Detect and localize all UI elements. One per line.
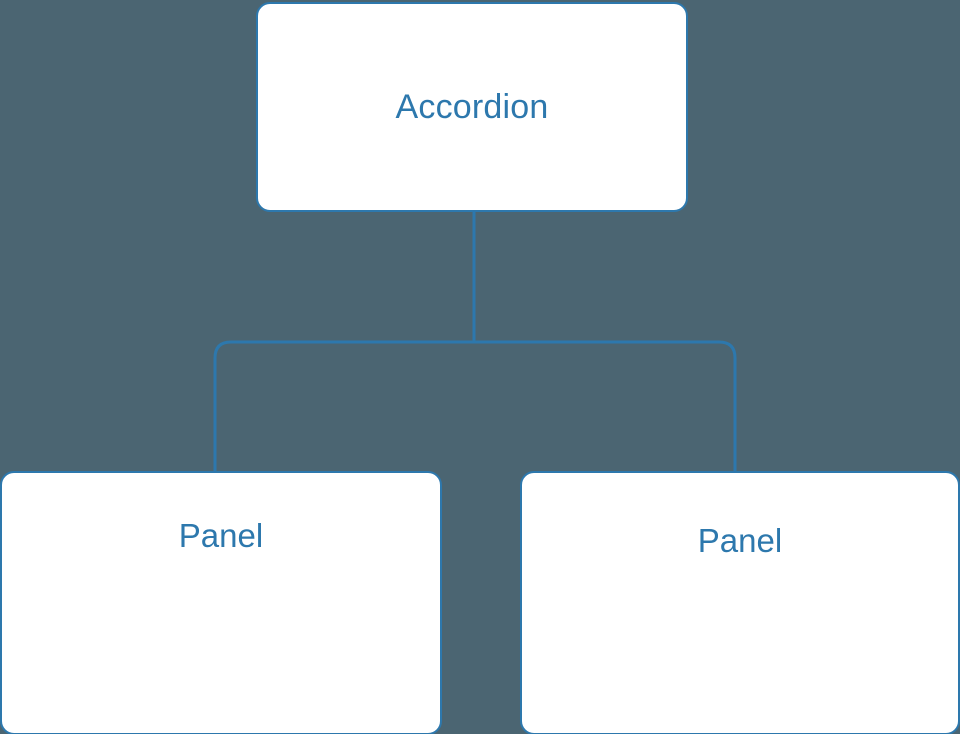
node-panel-right-title: Panel: [697, 522, 783, 559]
node-panel-left-title: Panel: [178, 517, 264, 554]
connector-branch-left: [213, 340, 474, 472]
node-panel-right[interactable]: Panel isActive false: [520, 471, 960, 734]
node-panel-left[interactable]: Panel isActive true: [0, 471, 442, 734]
connector-branch-right: [474, 340, 737, 472]
node-accordion-title: Accordion: [395, 88, 549, 126]
node-accordion[interactable]: Accordion: [256, 2, 688, 212]
